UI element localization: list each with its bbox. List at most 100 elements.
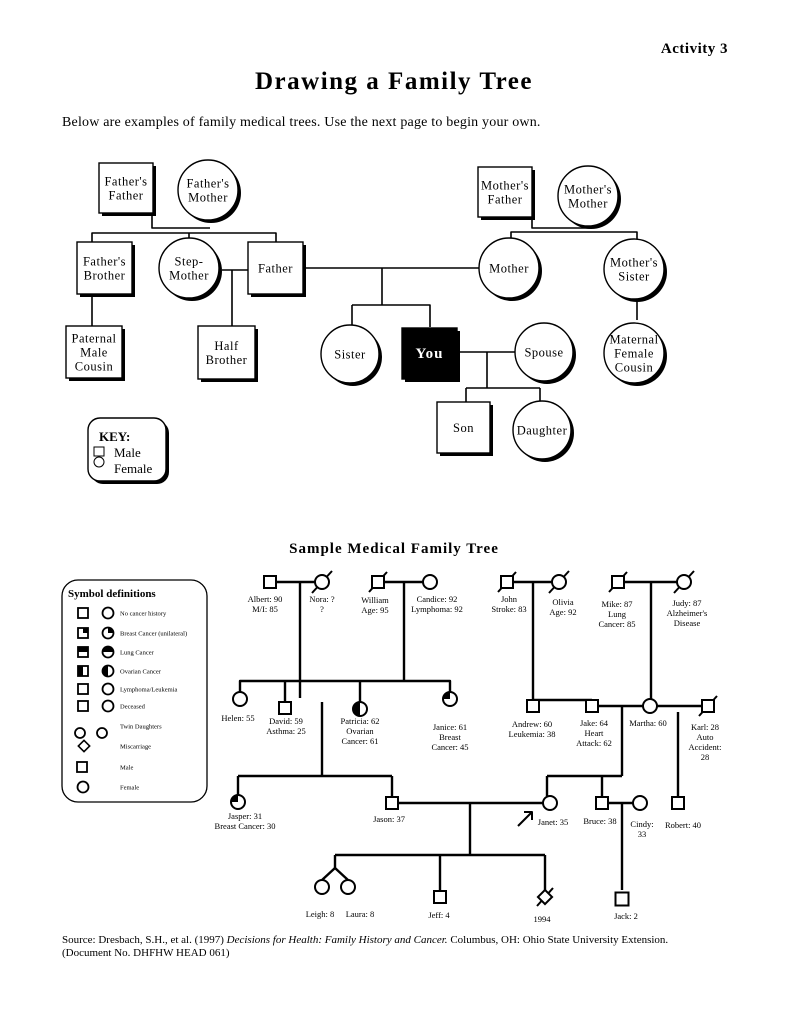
father-line: Father	[258, 262, 293, 276]
key-female-circle-icon	[93, 456, 105, 468]
helen-label-line: Helen: 55	[221, 713, 254, 723]
judy-label-line: Disease	[674, 618, 701, 628]
candice-label-line: Candice: 92	[417, 594, 458, 604]
janice-label-line: Cancer: 45	[431, 742, 468, 752]
legend-breast-cancer-female-fill	[108, 627, 114, 633]
fathers-mother-circle	[177, 159, 239, 221]
jake-label-line: Heart	[585, 728, 605, 738]
key-title-line: KEY:	[99, 429, 130, 444]
sister-circle	[320, 324, 380, 384]
miscarriage-diamond	[536, 888, 554, 906]
mothers-mother-circle	[557, 165, 619, 227]
patricia-label-line: Cancer: 61	[341, 736, 378, 746]
david-label-line: David: 59	[269, 716, 303, 726]
half-brother-line: Half	[214, 339, 239, 353]
nora-label-line: ?	[320, 604, 324, 614]
maternal-cousin-line: Cousin	[615, 361, 654, 375]
fathers-mother-line: Father's	[186, 177, 229, 191]
karl-label-line: Accident:	[688, 742, 721, 752]
mother-circle	[478, 237, 540, 299]
candice-label-line: Lymphoma: 92	[411, 604, 463, 614]
legend-label-0-line: No cancer history	[120, 611, 167, 618]
janet-label-line: Janet: 35	[538, 817, 568, 827]
cindy-label-line: Cindy:	[630, 819, 653, 829]
legend-male-icon	[76, 761, 88, 773]
fathers-brother-line: Brother	[84, 269, 126, 283]
karl-square	[701, 699, 715, 713]
mothers-sister-line: Sister	[618, 270, 650, 284]
legend-lung-cancer-female-fill	[102, 646, 114, 652]
cindy-circle	[632, 795, 648, 811]
key-male-square-icon	[93, 446, 105, 457]
legend-breast-cancer-male-fill	[83, 628, 88, 633]
olivia-circle	[551, 574, 567, 590]
leigh-circle	[314, 879, 330, 895]
laura-circle	[340, 879, 356, 895]
mothers-father-box	[477, 166, 533, 218]
leigh-label-line: Leigh: 8	[306, 909, 335, 919]
jake-label-line: Jake: 64	[580, 718, 609, 728]
jeff-label-line: Jeff: 4	[428, 910, 450, 920]
olivia-label-line: Age: 92	[549, 607, 576, 617]
half-brother-line: Brother	[206, 353, 248, 367]
source-title: Decisions for Health: Family History and…	[226, 934, 448, 946]
jeff-square	[433, 890, 447, 904]
cindy-label-line: 33	[638, 829, 647, 839]
nora-circle	[314, 574, 330, 590]
andrew-label-line: Leukemia: 38	[509, 729, 556, 739]
legend-twin-daughter-icon	[74, 727, 86, 739]
mother-line: Mother	[489, 262, 529, 276]
jason-label-line: Jason: 37	[373, 814, 405, 824]
john-label-line: John	[501, 594, 518, 604]
mike-label-line: Mike: 87	[602, 599, 633, 609]
nora-label-line: Nora: ?	[309, 594, 334, 604]
step-mother-line: Step-	[175, 255, 204, 269]
legend-miscarriage-icon	[77, 739, 91, 753]
robert-square	[671, 796, 685, 810]
judy-label-line: Judy: 87	[672, 598, 701, 608]
fathers-father-line: Father	[109, 189, 144, 203]
albert-label-line: M/I: 85	[252, 604, 278, 614]
jasper-fill	[231, 795, 238, 802]
janice-label-line: Janice: 61	[433, 722, 467, 732]
legend-deceased-female-icon	[101, 699, 115, 713]
symbol-definitions-box	[61, 579, 208, 803]
mike-label-line: Cancer: 85	[598, 619, 635, 629]
you-box	[401, 327, 458, 380]
patricia-label-line: Ovarian	[346, 726, 374, 736]
source-document-number: (Document No. DHFHW HEAD 061)	[62, 947, 230, 959]
judy-circle	[676, 574, 692, 590]
legend-lymphoma-female-icon	[101, 682, 115, 696]
activity-label: Activity 3	[660, 41, 728, 57]
janice-label-line: Breast	[439, 732, 461, 742]
key-box	[87, 417, 167, 482]
spouse-line: Spouse	[524, 346, 563, 360]
helen-circle	[232, 691, 248, 707]
son-box	[436, 401, 491, 454]
symbol-definitions-title-line: Symbol definitions	[68, 588, 156, 600]
fathers-brother-box	[76, 241, 133, 295]
legend-deceased-male-icon	[77, 700, 89, 712]
john-square	[500, 575, 514, 589]
daughter-circle	[512, 400, 572, 460]
patricia-fill	[353, 702, 360, 716]
spouse-circle	[514, 322, 574, 382]
legend-label-6-line: Twin Daughters	[120, 724, 162, 731]
intro-text: Below are examples of family medical tre…	[62, 115, 541, 130]
paternal-cousin-box	[65, 325, 123, 379]
connector-line	[238, 679, 452, 692]
janet-circle	[542, 795, 558, 811]
judy-label-line: Alzheimer's	[667, 608, 708, 618]
andrew-square	[526, 699, 540, 713]
david-label-line: Asthma: 25	[266, 726, 305, 736]
john-label-line: Stroke: 83	[491, 604, 526, 614]
source-prefix: Source: Dresbach, S.H., et al. (1997)	[62, 934, 227, 946]
mike-square	[611, 575, 625, 589]
martha-label-line: Martha: 60	[629, 718, 667, 728]
william-label-line: Age: 95	[361, 605, 388, 615]
mothers-father-line: Mother's	[481, 179, 529, 193]
albert-square	[263, 575, 277, 589]
sample-tree-title: Sample Medical Family Tree	[289, 541, 499, 557]
step-mother-line: Mother	[169, 269, 209, 283]
